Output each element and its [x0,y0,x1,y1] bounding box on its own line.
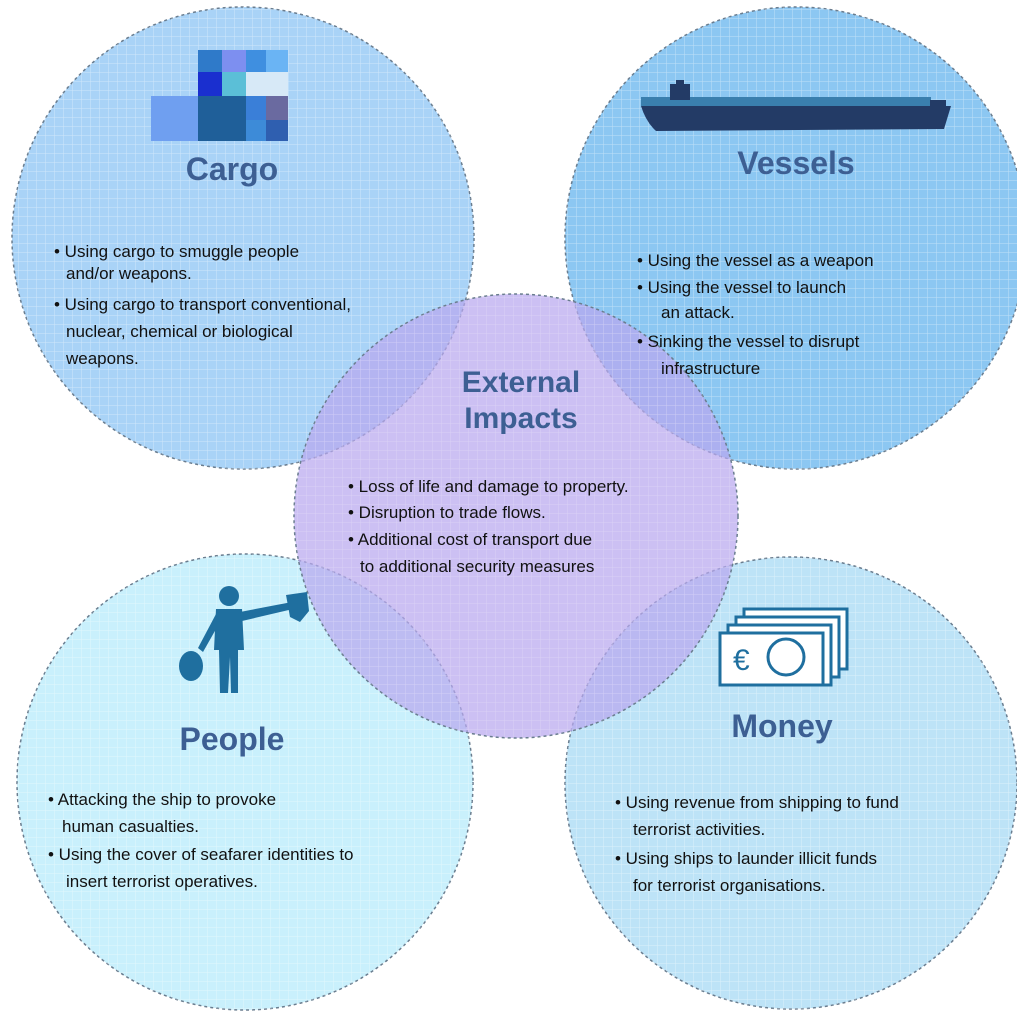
people-bullet-line: • Attacking the ship to provoke [48,790,276,809]
ship-icon [641,80,951,131]
people-bullet-line: insert terrorist operatives. [66,872,258,891]
vessels-bullet-line: an attack. [661,303,735,322]
people-bullet-line: • Using the cover of seafarer identities… [48,845,354,864]
center-bullet-line: • Disruption to trade flows. [348,503,546,522]
cargo-blocks-icon [151,50,288,141]
cargo-bullet-line: • Using cargo to smuggle people [54,242,299,261]
vessels-bullet-line: • Using the vessel as a weapon [637,251,874,270]
people-title: People [180,721,285,757]
people-bullets: • Attacking the ship to provoke human ca… [48,790,354,891]
center-bullet-line: • Loss of life and damage to property. [348,477,629,496]
cargo-bullet-line: and/or weapons. [66,264,192,283]
cargo-bubble [11,6,475,470]
vessels-bullet-line: • Sinking the vessel to disrupt [637,332,860,351]
money-bullet-line: for terrorist organisations. [633,876,826,895]
money-bullets: • Using revenue from shipping to fund te… [615,793,899,895]
cargo-bullet-line: weapons. [65,349,139,368]
vessels-bullet-line: • Using the vessel to launch [637,278,846,297]
cargo-bullet-line: nuclear, chemical or biological [66,322,293,341]
money-bullet-line: • Using revenue from shipping to fund [615,793,899,812]
center-bullet-line: to additional security measures [360,557,594,576]
center-bubble [293,293,739,739]
person-waving-icon [179,586,309,693]
euro-symbol: € [733,644,750,677]
cargo-bullets: • Using cargo to smuggle people and/or w… [54,242,351,368]
cargo-title: Cargo [186,151,278,187]
vessels-title: Vessels [737,145,854,181]
vessels-bullet-line: infrastructure [661,359,760,378]
euro-banknotes-icon: € [718,607,849,687]
center-title-line1: External [462,366,580,399]
vessels-bullets: • Using the vessel as a weapon • Using t… [637,251,874,378]
money-bullet-line: terrorist activities. [633,820,765,839]
money-bullet-line: • Using ships to launder illicit funds [615,849,877,868]
center-bullet-line: • Additional cost of transport due [348,530,592,549]
center-title-line2: Impacts [464,402,577,435]
people-bullet-line: human casualties. [62,817,199,836]
cargo-bullet-line: • Using cargo to transport conventional, [54,295,351,314]
money-title: Money [731,708,833,744]
money-bubble [564,556,1017,1010]
center-bullets: • Loss of life and damage to property. •… [348,477,629,576]
